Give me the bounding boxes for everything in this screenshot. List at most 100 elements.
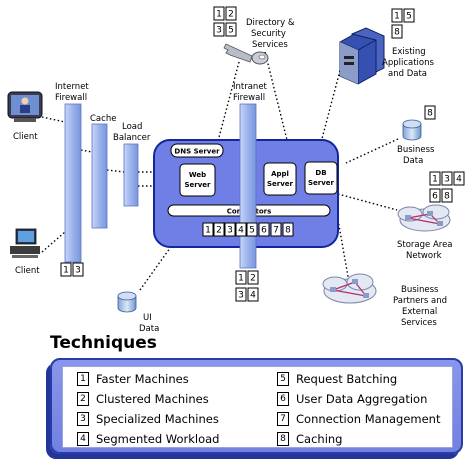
svg-text:3: 3 xyxy=(238,291,244,301)
svg-text:6: 6 xyxy=(432,192,438,202)
technique-label: Caching xyxy=(296,431,343,446)
svg-text:5: 5 xyxy=(249,226,255,236)
svg-text:2: 2 xyxy=(216,226,222,236)
existing-badges: 1 5 8 xyxy=(391,8,415,39)
partners-label-3: External xyxy=(402,307,437,317)
technique-number: 6 xyxy=(277,391,289,406)
svg-text:1: 1 xyxy=(63,266,69,276)
ui-data-cylinder-icon xyxy=(117,291,137,313)
technique-label: User Data Aggregation xyxy=(296,391,428,406)
svg-text:1: 1 xyxy=(432,175,438,185)
svg-text:5: 5 xyxy=(406,12,412,22)
technique-label: Clustered Machines xyxy=(96,391,209,406)
technique-item: 5 Request Batching xyxy=(277,370,397,387)
directory-badges: 1 2 3 5 xyxy=(213,6,237,37)
technique-label: Specialized Machines xyxy=(96,411,219,426)
directory-label-3: Services xyxy=(252,40,288,50)
storage-label-1: Storage Area xyxy=(397,240,453,250)
techniques-panel: 1 Faster Machines 2 Clustered Machines 3… xyxy=(50,358,463,454)
appl-server-box xyxy=(263,162,297,196)
internet-firewall xyxy=(64,103,82,263)
svg-text:7: 7 xyxy=(273,226,279,236)
svg-text:8: 8 xyxy=(394,28,400,38)
svg-text:1: 1 xyxy=(238,274,244,284)
appl-server-label-1: Appl xyxy=(271,170,289,178)
technique-item: 3 Specialized Machines xyxy=(77,410,219,427)
client-bottom-label: Client xyxy=(15,266,40,276)
svg-text:3: 3 xyxy=(444,175,450,185)
technique-label: Connection Management xyxy=(296,411,441,426)
technique-item: 7 Connection Management xyxy=(277,410,440,427)
svg-text:8: 8 xyxy=(444,192,450,202)
technique-number: 2 xyxy=(77,391,89,406)
svg-text:4: 4 xyxy=(250,291,256,301)
technique-number: 1 xyxy=(77,371,89,386)
dns-server-label: DNS Server xyxy=(174,148,220,156)
client-workstation-icon xyxy=(10,228,40,258)
existing-apps-label-2: Applications xyxy=(382,58,434,68)
client-monitor-icon xyxy=(7,91,43,122)
technique-label: Segmented Workload xyxy=(96,431,220,446)
existing-apps-label-3: and Data xyxy=(388,69,427,79)
intranet-firewall-label-2: Firewall xyxy=(233,93,265,103)
existing-apps-label-1: Existing xyxy=(392,47,426,57)
technique-number: 7 xyxy=(277,411,289,426)
techniques-list: 1 Faster Machines 2 Clustered Machines 3… xyxy=(62,366,453,448)
partners-cloud-icon xyxy=(322,273,377,304)
db-server-label-2: Server xyxy=(308,179,335,187)
svg-text:3: 3 xyxy=(227,226,233,236)
technique-item: 1 Faster Machines xyxy=(77,370,189,387)
storage-badges: 1 3 4 6 8 xyxy=(429,171,465,203)
load-balancer-bar xyxy=(123,143,139,207)
technique-number: 8 xyxy=(277,431,289,446)
load-balancer-label-1: Load xyxy=(122,122,142,132)
technique-item: 8 Caching xyxy=(277,430,342,447)
business-data-cylinder-icon xyxy=(402,119,422,141)
internet-firewall-label-1: Internet xyxy=(55,82,89,92)
partners-label-1: Business xyxy=(401,285,439,295)
db-server-label-1: DB xyxy=(315,169,326,177)
web-server-label-1: Web xyxy=(189,171,206,179)
cache-label: Cache xyxy=(90,114,116,124)
partners-label-2: Partners and xyxy=(393,296,447,306)
svg-text:1: 1 xyxy=(216,10,222,20)
partners-label-4: Services xyxy=(401,318,437,328)
server-towers-icon xyxy=(339,27,385,85)
directory-label-2: Security xyxy=(251,29,286,39)
web-server-box xyxy=(179,163,216,197)
technique-label: Request Batching xyxy=(296,371,398,386)
technique-number: 3 xyxy=(77,411,89,426)
svg-text:8: 8 xyxy=(427,109,433,119)
technique-number: 5 xyxy=(277,371,289,386)
svg-text:8: 8 xyxy=(285,226,291,236)
appl-server-label-2: Server xyxy=(267,180,294,188)
storage-network-cloud-icon xyxy=(397,204,451,232)
svg-text:1: 1 xyxy=(205,226,211,236)
technique-item: 4 Segmented Workload xyxy=(77,430,219,447)
internet-firewall-label-2: Firewall xyxy=(55,93,87,103)
ui-data-label-2: Data xyxy=(139,324,159,334)
intranet-firewall xyxy=(239,103,257,269)
svg-text:4: 4 xyxy=(456,175,462,185)
load-balancer-label-2: Balancer xyxy=(113,133,151,143)
svg-text:5: 5 xyxy=(228,26,234,36)
key-icon xyxy=(223,43,269,65)
svg-text:3: 3 xyxy=(75,266,81,276)
technique-item: 6 User Data Aggregation xyxy=(277,390,427,407)
intranet-badges: 1 2 3 4 xyxy=(235,270,259,302)
svg-text:2: 2 xyxy=(250,274,256,284)
web-server-label-2: Server xyxy=(184,181,211,189)
svg-text:4: 4 xyxy=(238,226,244,236)
business-data-label-2: Data xyxy=(403,156,423,166)
svg-text:2: 2 xyxy=(228,10,234,20)
business-data-label-1: Business xyxy=(397,145,435,155)
dns-server-box xyxy=(170,143,224,158)
intranet-firewall-label-1: Intranet xyxy=(233,82,268,92)
technique-item: 2 Clustered Machines xyxy=(77,390,209,407)
cache-bar xyxy=(91,123,108,229)
storage-label-2: Network xyxy=(406,251,442,261)
svg-text:1: 1 xyxy=(394,12,400,22)
technique-number: 4 xyxy=(77,431,89,446)
internet-badges: 1 3 xyxy=(60,262,84,277)
